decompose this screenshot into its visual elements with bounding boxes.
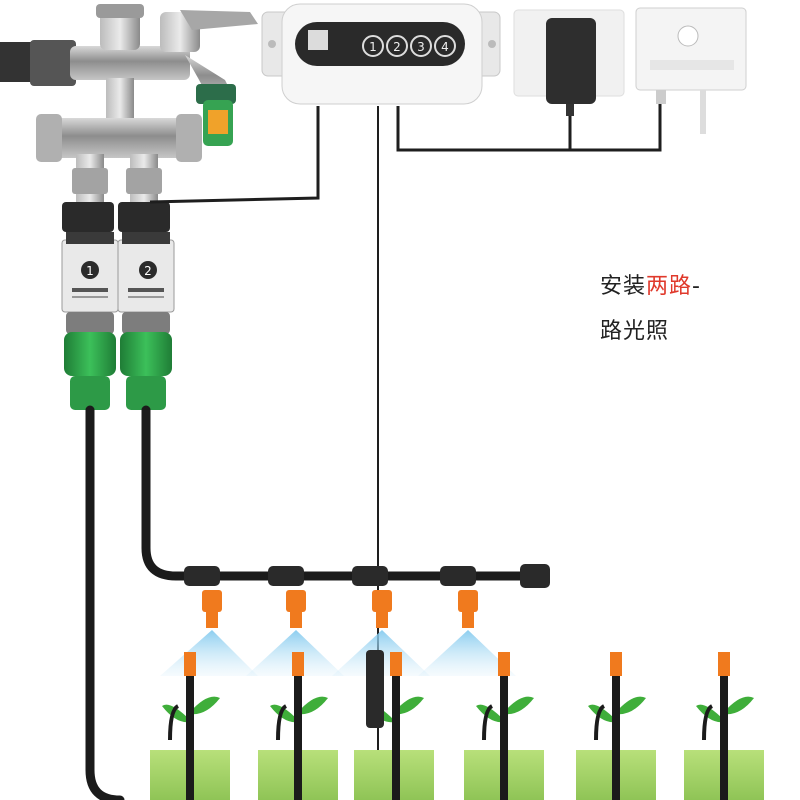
manifold xyxy=(36,114,202,204)
controller-buttons: 1 2 3 4 xyxy=(362,35,456,57)
pot-6 xyxy=(684,652,764,800)
soil-sensor-probe xyxy=(366,650,384,728)
controller-button-4[interactable]: 4 xyxy=(441,40,449,54)
controller-button-1[interactable]: 1 xyxy=(369,40,377,54)
pot-3 xyxy=(354,650,434,800)
caption-line-1-highlight: 两路 xyxy=(646,274,693,299)
pot-4 xyxy=(464,652,544,800)
controller: 1 2 3 4 xyxy=(261,3,501,105)
sensor-dome-icon xyxy=(677,25,699,47)
spray-nozzles xyxy=(160,590,516,676)
power-adapter xyxy=(513,9,625,116)
controller-button-2[interactable]: 2 xyxy=(393,40,401,54)
spray-line-fittings xyxy=(184,564,550,588)
pot-1 xyxy=(150,652,230,800)
plant-pots xyxy=(150,650,764,800)
hose-connectors xyxy=(64,312,172,410)
light-sensor xyxy=(635,7,747,134)
valve-2-number-badge xyxy=(139,261,157,279)
controller-button-3[interactable]: 3 xyxy=(417,40,425,54)
valve-1-number-badge xyxy=(81,261,99,279)
faucet xyxy=(70,4,258,146)
pot-2 xyxy=(258,652,338,800)
qr-code-icon xyxy=(308,30,328,50)
inlet-pipe xyxy=(0,40,76,86)
valve-2: 2 xyxy=(117,202,175,313)
caption-line-1-suffix: - xyxy=(692,274,701,299)
caption-line-1-prefix: 安装 xyxy=(600,274,647,299)
caption-line-1: 安装两路- xyxy=(600,268,701,300)
caption-line-2: 路光照 xyxy=(600,319,670,344)
valve-2-number: 2 xyxy=(144,264,152,278)
valve-1: 1 xyxy=(61,202,119,313)
cables xyxy=(149,104,662,800)
pot-5 xyxy=(576,652,656,800)
valve-1-number: 1 xyxy=(86,264,94,278)
